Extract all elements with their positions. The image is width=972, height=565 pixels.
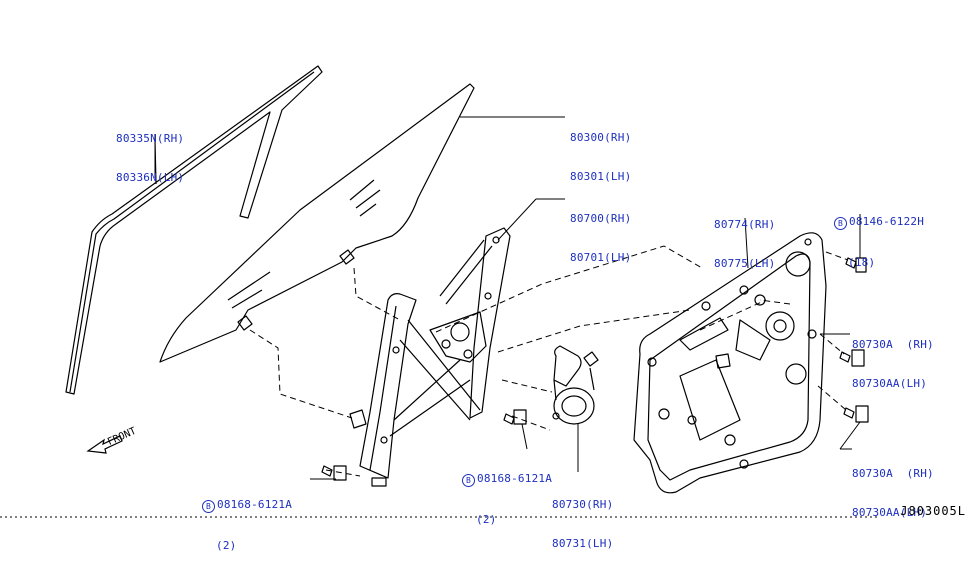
parts-diagram: [0, 65, 880, 518]
label-80335n: 80335N(RH) 80336N(LH): [116, 106, 184, 197]
label-80774-line1: 80774(RH): [714, 218, 776, 231]
label-80730a-bottom-line2: 80730AA(LH): [852, 506, 928, 519]
label-80730-line1: 80730(RH): [552, 498, 614, 511]
bolt-08146: [845, 257, 867, 273]
bolt-80730a-top: [839, 349, 865, 367]
label-80730: 80730(RH) 80731(LH): [552, 472, 613, 563]
regulator-motor: [552, 345, 599, 425]
label-08168-left-line2: (2): [216, 539, 237, 552]
label-08168-left-line1: 08168-6121A: [217, 498, 293, 511]
label-80774-line2: 80775(LH): [714, 257, 776, 270]
label-80730a-bottom-line1: 80730A (RH): [852, 467, 934, 480]
label-08146-line1: 08146-6122H: [849, 215, 925, 228]
bolt-80730a-bottom: [843, 405, 869, 423]
label-80730a-top-line2: 80730AA(LH): [852, 377, 928, 390]
label-80300: 80300(RH) 80301(LH): [570, 105, 631, 196]
bolt-08168-left: [321, 465, 347, 481]
bolt-circle-icon: B: [202, 500, 215, 513]
diagram-reference-code: J803005L: [900, 504, 966, 518]
label-80700: 80700(RH) 80701(LH): [570, 186, 631, 277]
bolt-circle-icon: B: [834, 217, 847, 230]
label-08146-line2: (18): [848, 256, 876, 269]
label-80700-line1: 80700(RH): [570, 212, 632, 225]
alignment-dashes: [249, 245, 849, 477]
door-module-panel: [633, 232, 827, 494]
label-80730a-top: 80730A (RH) 80730AA(LH): [852, 312, 934, 403]
label-80730a-bottom: 80730A (RH) 80730AA(LH): [852, 441, 934, 532]
bolt-circle-icon: B: [462, 474, 475, 487]
bolt-08168-mid: [503, 409, 527, 425]
label-80300-line2: 80301(LH): [570, 170, 632, 183]
label-80730a-top-line1: 80730A (RH): [852, 338, 934, 351]
label-80335n-line2: 80336N(LH): [116, 171, 185, 184]
front-arrow-icon: [86, 435, 123, 454]
label-80774: 80774(RH) 80775(LH): [714, 192, 775, 283]
glass-run-channel: [65, 65, 323, 395]
label-80300-line1: 80300(RH): [570, 131, 632, 144]
label-80700-line2: 80701(LH): [570, 251, 632, 264]
door-glass: [159, 83, 475, 363]
leader-lines: [154, 116, 861, 480]
label-80335n-line1: 80335N(RH): [116, 132, 185, 145]
label-80730-line2: 80731(LH): [552, 537, 614, 550]
window-regulator: [349, 227, 511, 487]
label-08168-mid-line1: 08168-6121A: [477, 472, 553, 485]
